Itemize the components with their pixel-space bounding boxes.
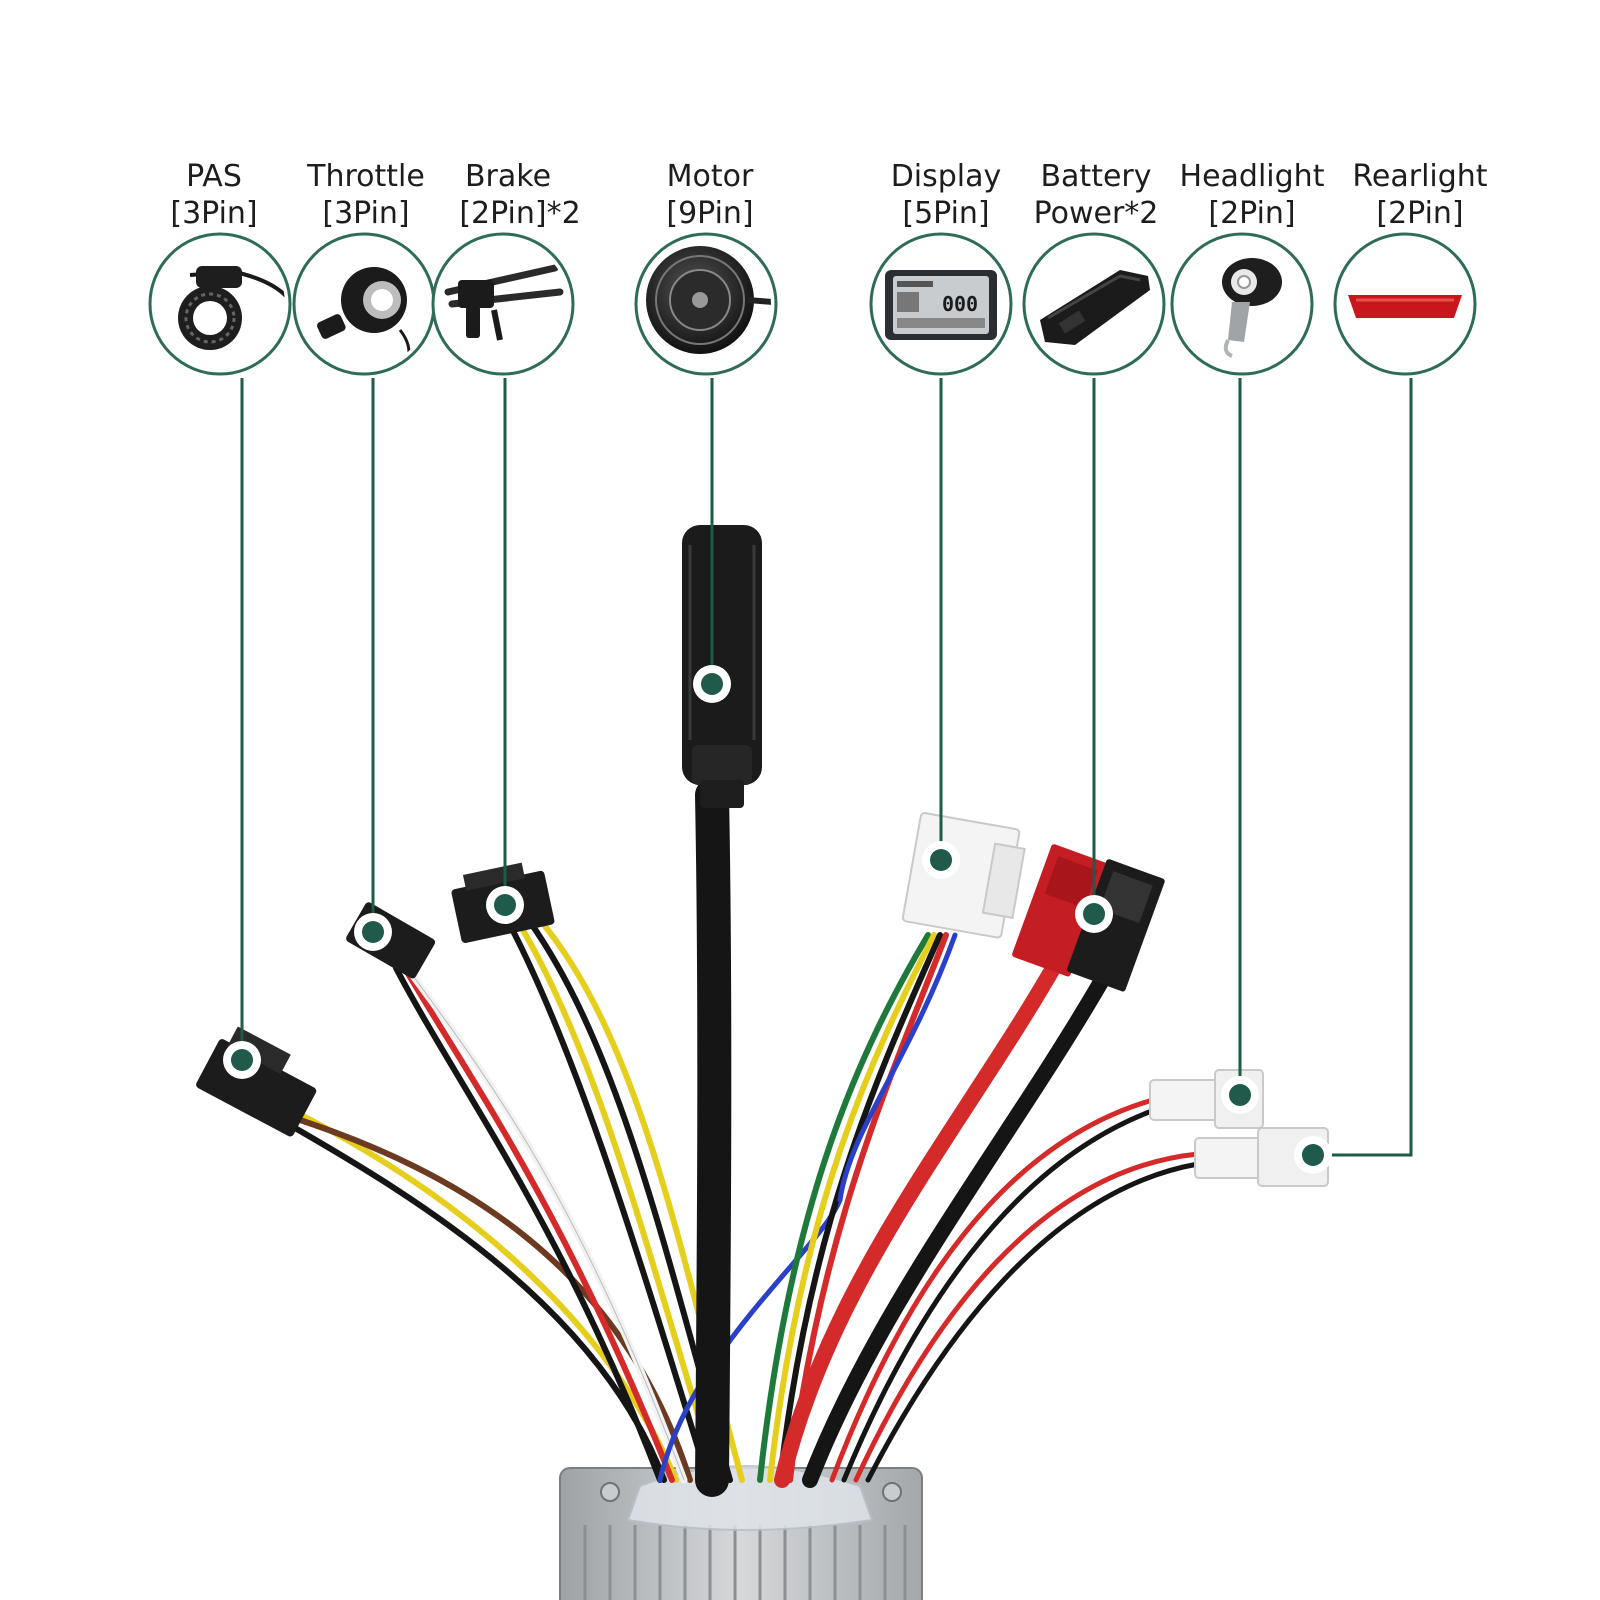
headlight-icon [1222, 258, 1282, 358]
label-rearlight-spec: [2Pin] [1376, 196, 1464, 231]
controller-box-icon [559, 1465, 923, 1600]
label-rearlight: Rearlight [2Pin] [1330, 158, 1510, 232]
display-connector [901, 812, 1026, 939]
label-battery: Battery Power*2 [1006, 158, 1186, 232]
label-pas-name: PAS [186, 159, 242, 194]
label-pas-spec: [3Pin] [170, 196, 258, 231]
display-readout: 000 [942, 292, 978, 316]
label-throttle: Throttle [3Pin] [276, 158, 456, 232]
label-rearlight-name: Rearlight [1352, 159, 1488, 194]
leader-line-rearlight [1315, 378, 1413, 1157]
rearlight-icon [1348, 295, 1462, 318]
label-motor-name: Motor [666, 159, 754, 194]
label-throttle-name: Throttle [307, 159, 425, 194]
motor-plug [682, 525, 762, 808]
hub-motor-icon [646, 246, 771, 354]
thumb-throttle-icon [317, 267, 411, 361]
brake-lever-icon [444, 264, 564, 341]
label-headlight: Headlight [2Pin] [1162, 158, 1342, 232]
label-battery-spec: Power*2 [1033, 196, 1159, 231]
label-display-name: Display [890, 159, 1002, 194]
label-brake-spec: [2Pin]*2 [459, 196, 581, 231]
label-brake-name: Brake [464, 159, 552, 194]
label-display-spec: [5Pin] [902, 196, 990, 231]
label-brake: Brake [2Pin]*2 [418, 158, 598, 232]
lcd-display-icon: 000 [885, 270, 997, 340]
battery-connector-red [1012, 844, 1110, 977]
label-motor: Motor [9Pin] [620, 158, 800, 232]
label-headlight-name: Headlight [1179, 159, 1325, 194]
label-headlight-spec: [2Pin] [1208, 196, 1296, 231]
wire-bundle-right [757, 932, 1201, 1488]
label-throttle-spec: [3Pin] [322, 196, 410, 231]
wire-bundle [292, 778, 843, 1497]
battery-connector-black [1067, 859, 1165, 992]
label-motor-spec: [9Pin] [666, 196, 754, 231]
label-pas: PAS [3Pin] [124, 158, 304, 232]
marker-dots [223, 665, 1332, 1174]
pas-sensor-icon [178, 266, 285, 350]
label-display: Display [5Pin] [856, 158, 1036, 232]
battery-pack-icon [1040, 270, 1150, 345]
leader-lines [240, 378, 1413, 1157]
label-battery-name: Battery [1040, 159, 1152, 194]
